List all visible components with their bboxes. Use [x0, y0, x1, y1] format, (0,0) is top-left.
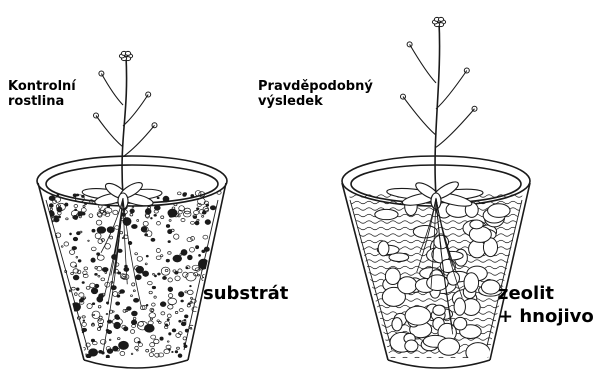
zeolite-label-line2: + hnojivo [498, 306, 593, 329]
probable-result-label: Pravděpodobný výsledek [258, 80, 373, 110]
zeolite-label-line1: zeolit [498, 283, 593, 306]
control-plant-label: Kontrolní rostlina [8, 80, 76, 110]
substrate-granules [49, 189, 221, 358]
zeolite-fertilizer-label: zeolit + hnojivo [498, 283, 593, 328]
substrate-label: substrát [203, 283, 288, 306]
probable-label-line2: výsledek [258, 95, 373, 110]
probable-label-line1: Pravděpodobný [258, 80, 373, 95]
control-label-line1: Kontrolní [8, 80, 76, 95]
control-label-line2: rostlina [8, 95, 76, 110]
